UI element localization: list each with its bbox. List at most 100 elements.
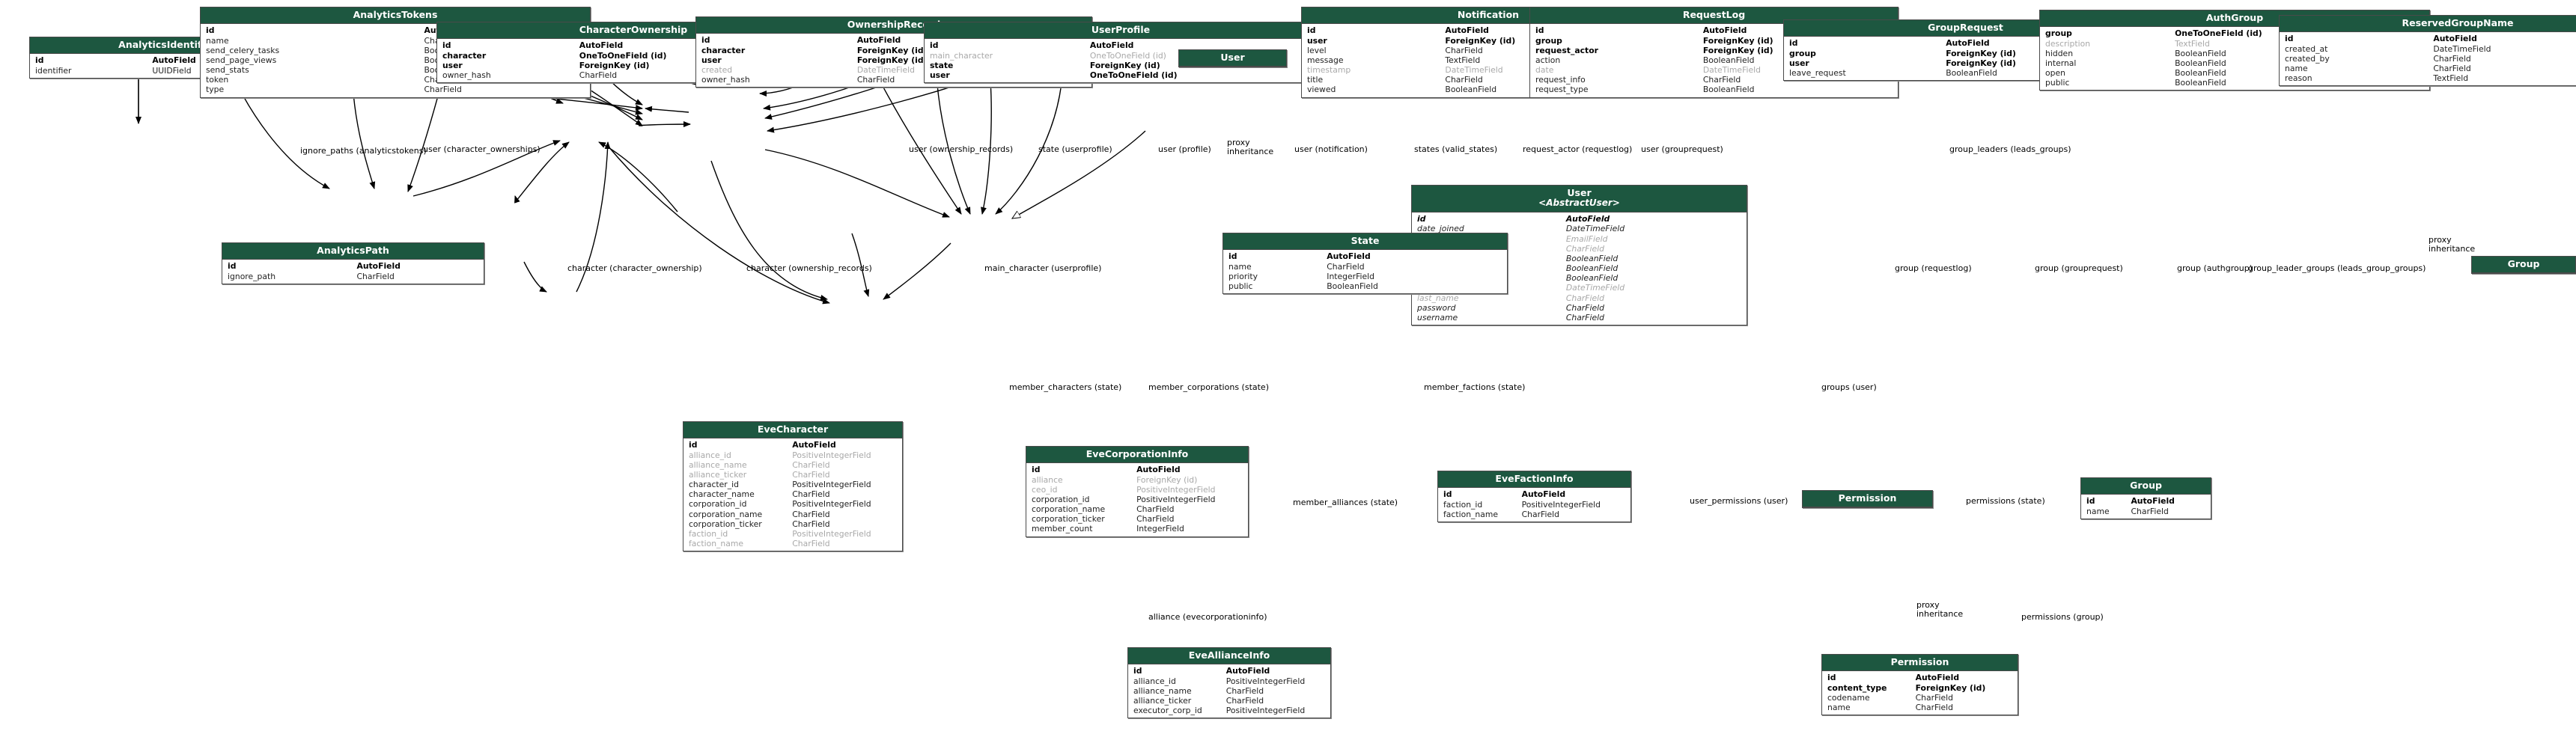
field-type: OneToOneField (id) [579,50,667,61]
field-type: AutoField [2433,34,2477,44]
field-name: reason [2285,73,2312,84]
field-name: alliance_id [689,450,731,460]
field-type: CharField [1327,261,1365,272]
field-type: CharField [1702,75,1741,85]
field-name: corporation_ticker [1032,514,1105,525]
field-type: TextField [2175,38,2210,49]
field-name: corporation_name [1032,504,1106,515]
entity-header-user_abstract: User<AbstractUser> [1412,186,1747,213]
field-name: alliance_id [1133,676,1176,686]
field-name: id [1789,38,1798,49]
field-name: leave_request [1789,67,1846,78]
field-row: corporation_name CharField [689,510,898,519]
entity-title: GroupRequest [1928,22,2003,33]
field-type: PositiveIntegerField [792,499,871,510]
field-type: CharField [1445,75,1483,85]
field-type: CharField [1136,514,1175,525]
field-name: corporation_name [689,509,763,519]
field-type: ForeignKey (id) [1702,35,1773,46]
edge-label: group (requestlog) [1895,263,1972,273]
edge-label: group (authgroup) [2177,263,2253,273]
field-name: name [2086,506,2110,516]
field-name: name [1827,702,1851,712]
edge-label: user (profile) [1158,144,1211,154]
edge-label: permissions (state) [1966,496,2045,506]
field-type: BooleanField [1565,273,1619,284]
field-type: CharField [792,509,830,519]
entity-header-state: State [1223,233,1507,251]
field-name: public [2045,78,2070,88]
field-type: DateTimeField [1702,65,1761,76]
field-type: ForeignKey (id) [1915,682,1986,693]
field-type: OneToOneField (id) [2175,28,2262,39]
field-type: PositiveIntegerField [792,480,871,490]
field-name: id [1827,673,1836,683]
entity-user_plain[interactable]: User [1178,49,1287,68]
field-name: created [701,64,733,75]
field-name: id [1032,465,1041,475]
field-type: PositiveIntegerField [792,528,871,539]
edge-label: user (ownership_records) [909,144,1013,154]
edge-label: user (character_ownerships) [423,144,541,154]
entity-header-evecharacter: EveCharacter [683,422,902,439]
field-name: id [930,40,939,51]
field-type: CharField [1915,702,1953,712]
field-type: CharField [1565,243,1604,254]
entity-group_plain[interactable]: Group [2471,256,2576,275]
edge-label: state (userprofile) [1038,144,1112,154]
entity-title: EveCorporationInfo [1085,448,1189,459]
entity-subtitle: <AbstractUser> [1538,198,1620,209]
field-type: AutoField [1089,40,1134,51]
entity-permission_plain[interactable]: Permission [1802,490,1933,509]
field-type: AutoField [1565,214,1610,224]
entity-title: AnalyticsTokens [353,9,438,20]
field-name: identifier [35,65,72,76]
field-type: PositiveIntegerField [1225,676,1306,686]
field-name: alliance_name [689,459,747,470]
entity-title: State [1351,235,1380,246]
field-name: group [1789,48,1816,58]
field-name: description [2045,38,2091,49]
field-name: id [1307,25,1316,36]
field-type: AutoField [792,440,836,450]
entity-title: Permission [1890,656,1949,667]
entity-title: Group [2130,480,2162,491]
field-type: ForeignKey (id) [1702,45,1773,55]
field-type: TextField [2433,73,2469,84]
entity-title: EveCharacter [757,424,829,435]
entity-header-evefactioninfo: EveFactionInfo [1438,471,1630,489]
